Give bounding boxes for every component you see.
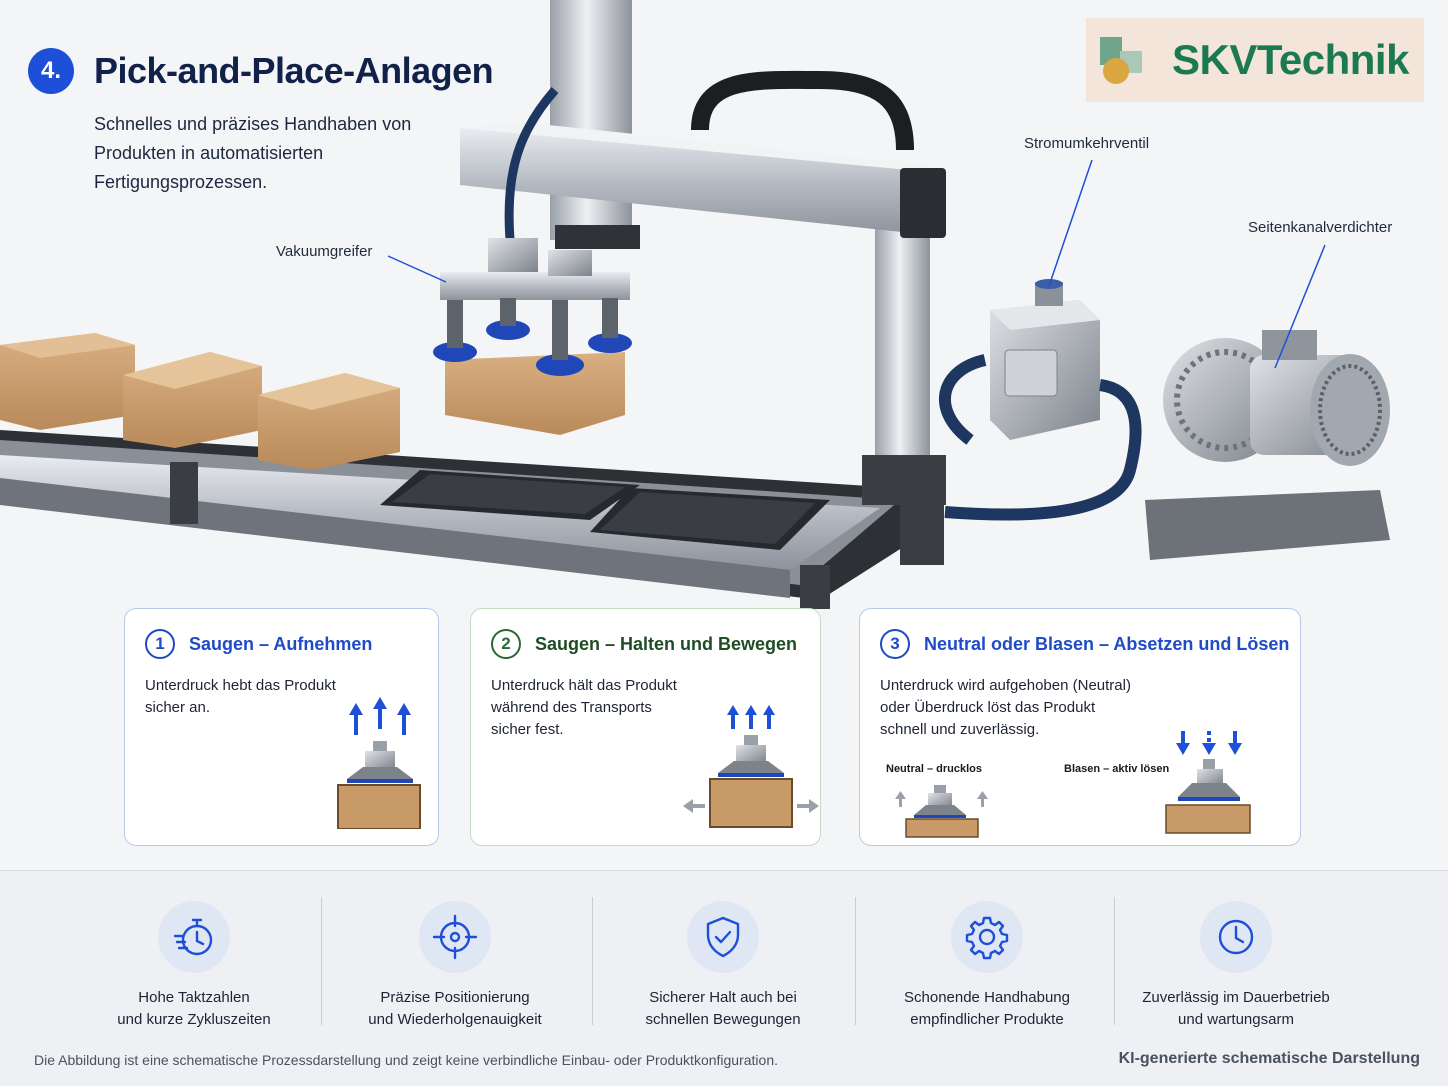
blow-release-diagram (1165, 731, 1251, 834)
step-description-line: oder Überdruck löst das Produkt (880, 699, 1096, 716)
step-description-line: während des Transports (491, 699, 652, 716)
suction-lift-diagram (337, 697, 421, 829)
callout-reversing-valve: Stromumkehrventil (1024, 135, 1150, 152)
conveyor (0, 430, 944, 609)
step-card-1: 1 Saugen – Aufnehmen Unterdruck hebt das… (124, 608, 439, 846)
feature-text-line: Sicherer Halt auch bei (649, 989, 797, 1006)
arrow-up-icon (349, 697, 411, 735)
step-title: Saugen – Halten und Bewegen (535, 633, 798, 654)
step-header: 2 Saugen – Halten und Bewegen (491, 629, 797, 659)
side-channel-blower (1145, 330, 1390, 560)
reversing-valve (938, 279, 1142, 521)
pick-and-place-illustration (0, 0, 1390, 609)
step-card-3: 3 Neutral oder Blasen – Absetzen und Lös… (859, 608, 1301, 846)
callout-line-valve (1048, 159, 1093, 287)
feature-reliable: Zuverlässig im Dauerbetrieb und wartungs… (1136, 901, 1336, 1031)
step-description-line: Unterdruck wird aufgehoben (Neutral) (880, 677, 1131, 694)
neutral-label: Neutral – drucklos (886, 763, 982, 775)
step-description-line: schnell und zuverlässig. (880, 721, 1040, 738)
vacuum-gripper (433, 238, 632, 435)
arrow-up-icon (895, 791, 988, 807)
feature-secure-hold: Sicherer Halt auch bei schnellen Bewegun… (628, 901, 818, 1031)
feature-text: Hohe Taktzahlen und kurze Zykluszeiten (104, 987, 284, 1031)
logo-mark-icon (1096, 35, 1144, 85)
arrow-horizontal-icon (683, 799, 819, 813)
clock-icon (1200, 901, 1272, 973)
step-description-line: Unterdruck hält das Produkt (491, 677, 677, 694)
feature-text-line: schnellen Bewegungen (645, 1011, 801, 1028)
suction-hold-move-diagram (683, 705, 819, 828)
feature-text-line: Präzise Positionierung (380, 989, 530, 1006)
feature-text-line: und kurze Zykluszeiten (117, 1011, 271, 1028)
feature-text-line: Schonende Handhabung (904, 989, 1070, 1006)
cardboard-boxes (0, 333, 400, 470)
divider (855, 897, 856, 1025)
step-number: 1 (145, 629, 175, 659)
step-header: 3 Neutral oder Blasen – Absetzen und Lös… (880, 629, 1289, 659)
callout-line-blower (1274, 244, 1326, 369)
divider (1114, 897, 1115, 1025)
page-title: Pick-and-Place-Anlagen (94, 50, 494, 91)
feature-text: Präzise Positionierung und Wiederholgena… (355, 987, 555, 1031)
step-number: 3 (880, 629, 910, 659)
feature-text-line: Hohe Taktzahlen (138, 989, 250, 1006)
feature-cycle-time: Hohe Taktzahlen und kurze Zykluszeiten (104, 901, 284, 1031)
feature-text: Schonende Handhabung empfindlicher Produ… (887, 987, 1087, 1031)
step-title: Neutral oder Blasen – Absetzen und Lösen (924, 633, 1290, 654)
footer-disclaimer: Die Abbildung ist eine schematische Proz… (34, 1052, 778, 1068)
feature-text: Zuverlässig im Dauerbetrieb und wartungs… (1136, 987, 1336, 1031)
logo-text: SKVTechnik (1172, 36, 1409, 83)
step-description: Unterdruck hält das Produkt während des … (491, 675, 677, 741)
brand-logo: SKVTechnik (1086, 18, 1424, 102)
footer-note: KI-generierte schematische Darstellung (1118, 1050, 1420, 1067)
title-block: 4. Pick-and-Place-Anlagen (28, 48, 494, 94)
step-description: Unterdruck wird aufgehoben (Neutral) ode… (880, 675, 1131, 741)
feature-text-line: und Wiederholgenauigkeit (368, 1011, 542, 1028)
page-subtitle: Schnelles und präzises Handhaben von Pro… (94, 114, 412, 192)
arrow-down-icon (1176, 731, 1242, 755)
divider (321, 897, 322, 1025)
callout-line-gripper (387, 255, 447, 283)
step-card-2: 2 Saugen – Halten und Bewegen Unterdruck… (470, 608, 821, 846)
blow-label: Blasen – aktiv lösen (1064, 763, 1170, 775)
neutral-release-diagram (895, 785, 988, 838)
divider (592, 897, 593, 1025)
stopwatch-icon (158, 901, 230, 973)
feature-band: Hohe Taktzahlen und kurze Zykluszeiten P… (0, 870, 1448, 1086)
step-description-line: Unterdruck hebt das Produkt (145, 677, 336, 694)
step-title: Saugen – Aufnehmen (189, 633, 373, 654)
step-description: Unterdruck hebt das Produkt sicher an. (145, 675, 336, 719)
feature-text-line: und wartungsarm (1178, 1011, 1294, 1028)
step-header: 1 Saugen – Aufnehmen (145, 629, 372, 659)
feature-gentle-handling: Schonende Handhabung empfindlicher Produ… (887, 901, 1087, 1031)
feature-positioning: Präzise Positionierung und Wiederholgena… (355, 901, 555, 1031)
shield-check-icon (687, 901, 759, 973)
gear-icon (951, 901, 1023, 973)
gantry-frame (460, 0, 946, 505)
step-description-line: sicher an. (145, 699, 211, 716)
callout-vacuum-gripper: Vakuumgreifer (276, 243, 373, 260)
step-number: 2 (491, 629, 521, 659)
callout-side-channel-blower: Seitenkanalverdichter (1248, 219, 1393, 236)
crosshair-icon (419, 901, 491, 973)
feature-text-line: empfindlicher Produkte (910, 1011, 1064, 1028)
step-description-line: sicher fest. (491, 721, 564, 738)
feature-text: Sicherer Halt auch bei schnellen Bewegun… (628, 987, 818, 1031)
arrow-up-icon (727, 705, 775, 729)
feature-text-line: Zuverlässig im Dauerbetrieb (1142, 989, 1330, 1006)
section-number: 4. (28, 48, 74, 94)
